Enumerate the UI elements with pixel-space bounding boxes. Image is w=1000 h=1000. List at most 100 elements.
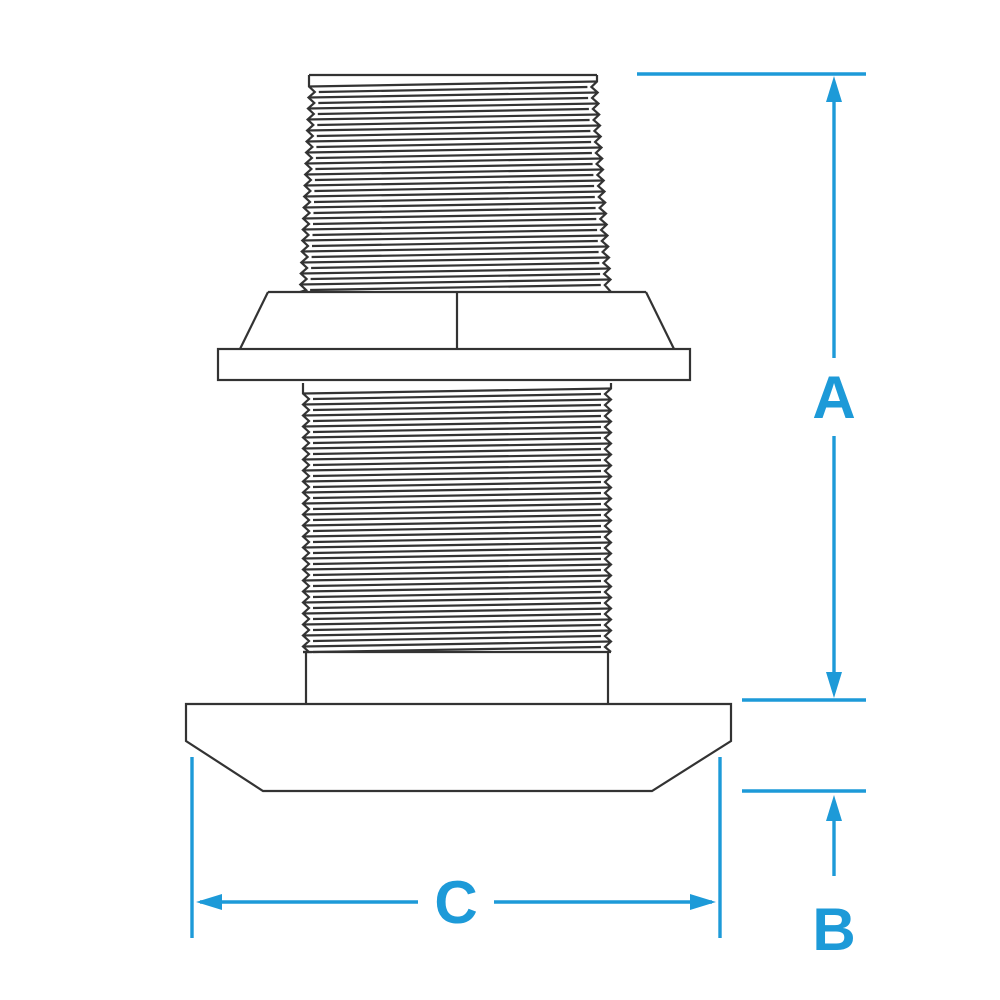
thread-line <box>312 634 602 643</box>
thread-right-edge <box>603 383 613 653</box>
thread-line <box>302 585 612 593</box>
nut-right-bevel <box>645 291 675 350</box>
thread-line <box>301 245 609 253</box>
thread-line <box>312 217 597 226</box>
thread-line <box>302 453 612 461</box>
thread-line <box>317 107 589 116</box>
thread-line <box>312 425 602 434</box>
dimension-a: A <box>637 72 866 702</box>
thread-line <box>312 535 602 544</box>
thread-line <box>312 601 602 610</box>
thread-line <box>318 96 589 105</box>
thread-line <box>318 85 588 94</box>
thread-line <box>315 162 593 171</box>
thread-line <box>302 234 608 242</box>
thread-line <box>312 557 602 566</box>
dimension-b: B <box>742 789 866 963</box>
thread-line <box>302 420 612 428</box>
thread-line <box>301 256 610 264</box>
thread-line <box>312 590 602 599</box>
thread-line <box>308 80 598 88</box>
thread-line <box>311 250 599 259</box>
thread-line <box>300 267 610 275</box>
thread-line <box>312 502 602 511</box>
thread-line <box>306 146 602 154</box>
thread-line <box>305 168 604 176</box>
thread-line <box>302 223 607 231</box>
thread-line <box>312 458 602 467</box>
thread-line <box>307 124 601 132</box>
thread-line <box>312 513 602 522</box>
thread-line <box>302 387 612 395</box>
thread-line <box>312 568 602 577</box>
thread-line <box>312 436 602 445</box>
arrow-down-icon <box>826 672 842 698</box>
upper-thread-section <box>298 75 613 294</box>
dimension-a-label: A <box>812 364 855 431</box>
thread-line <box>303 201 606 209</box>
arrow-left-icon <box>196 894 222 910</box>
thread-line <box>311 239 598 248</box>
thread-line <box>302 552 612 560</box>
thread-line <box>312 414 602 423</box>
thread-line <box>302 530 612 538</box>
thread-line <box>302 442 612 450</box>
thread-line <box>302 541 612 549</box>
dimension-b-label: B <box>812 896 855 963</box>
thread-right-edge <box>589 75 613 293</box>
thread-line <box>302 596 612 604</box>
thread-line <box>300 278 611 286</box>
thread-line <box>310 283 601 292</box>
dimension-c-label: C <box>434 869 477 936</box>
thread-line <box>312 579 602 588</box>
thread-line <box>316 140 592 149</box>
thread-line <box>302 497 612 505</box>
thread-line <box>302 618 612 626</box>
thread-line <box>312 403 602 412</box>
thread-line <box>307 102 599 110</box>
lower-thread-section <box>301 383 613 654</box>
neck <box>304 652 610 704</box>
thread-line <box>310 272 601 281</box>
thread-line <box>312 546 602 555</box>
thread-line <box>315 151 592 160</box>
nut-left-bevel <box>239 291 269 350</box>
hex-nut <box>239 290 675 350</box>
thread-line <box>305 157 603 165</box>
thread-line <box>306 135 601 143</box>
thread-line <box>302 464 612 472</box>
thread-line <box>302 574 612 582</box>
thread-line <box>302 607 612 615</box>
thread-line <box>316 129 591 138</box>
thread-line <box>302 486 612 494</box>
thread-line <box>312 228 598 237</box>
thread-line <box>308 91 598 99</box>
thread-line <box>304 190 605 198</box>
nut-flange <box>216 347 692 382</box>
thread-line <box>317 118 590 127</box>
thread-left-edge <box>301 383 312 654</box>
base-flange <box>184 702 733 793</box>
thread-line <box>313 206 596 215</box>
thread-line <box>302 409 612 417</box>
arrow-up-icon <box>826 76 842 102</box>
thread-left-edge <box>298 75 317 294</box>
thread-line <box>304 179 604 187</box>
thread-line <box>302 519 612 527</box>
thread-line <box>302 640 612 648</box>
fitting-outline <box>184 73 733 793</box>
thread-line <box>307 113 600 121</box>
thread-line <box>302 398 612 406</box>
thread-line <box>302 508 612 516</box>
thread-line <box>312 447 602 456</box>
thread-line <box>312 524 602 533</box>
thread-line <box>302 431 612 439</box>
thread-line <box>313 195 595 204</box>
thread-line <box>312 392 602 401</box>
thread-line <box>312 491 602 500</box>
thread-line <box>302 629 612 637</box>
dimension-c: C <box>190 757 722 938</box>
arrow-right-icon <box>690 894 716 910</box>
arrow-up-icon <box>826 795 842 821</box>
